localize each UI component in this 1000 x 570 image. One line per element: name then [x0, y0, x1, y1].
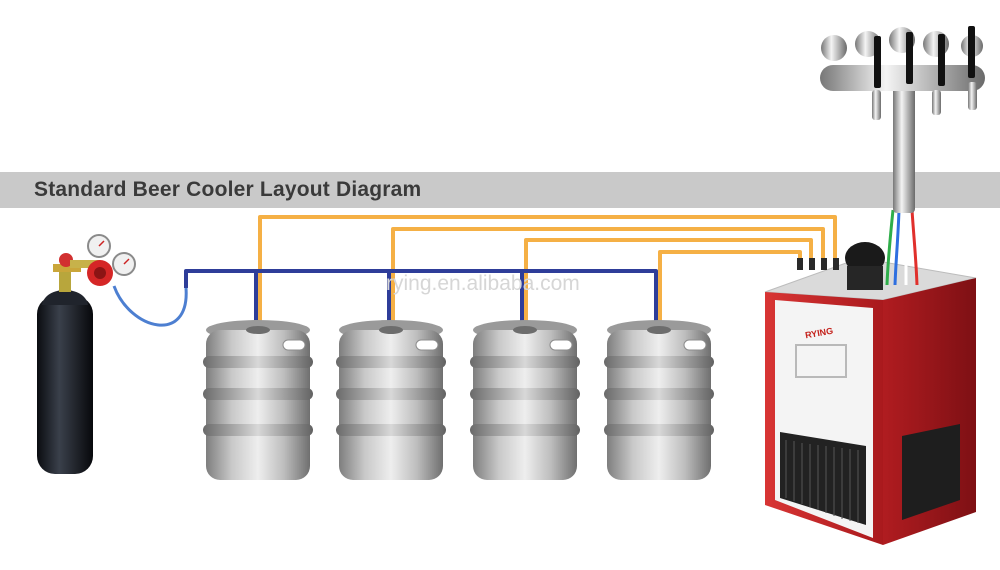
- title-band: [0, 172, 1000, 208]
- diagram-title: Standard Beer Cooler Layout Diagram: [34, 178, 422, 201]
- keg-4: [604, 320, 714, 480]
- keg-couplers: [797, 258, 839, 270]
- co2-cylinder: [37, 253, 93, 474]
- watermark: rying.en.alibaba.com: [386, 272, 580, 295]
- keg-3: [470, 320, 580, 480]
- regulator-hose: [112, 285, 188, 327]
- tap-handles: [874, 26, 975, 88]
- keg-2: [336, 320, 446, 480]
- beer-lines: [258, 215, 837, 335]
- tap-spouts: [872, 82, 977, 120]
- beer-cooler: [764, 242, 977, 545]
- keg-1: [203, 320, 313, 480]
- pressure-regulator: [70, 234, 136, 286]
- tower-lines: [885, 209, 919, 286]
